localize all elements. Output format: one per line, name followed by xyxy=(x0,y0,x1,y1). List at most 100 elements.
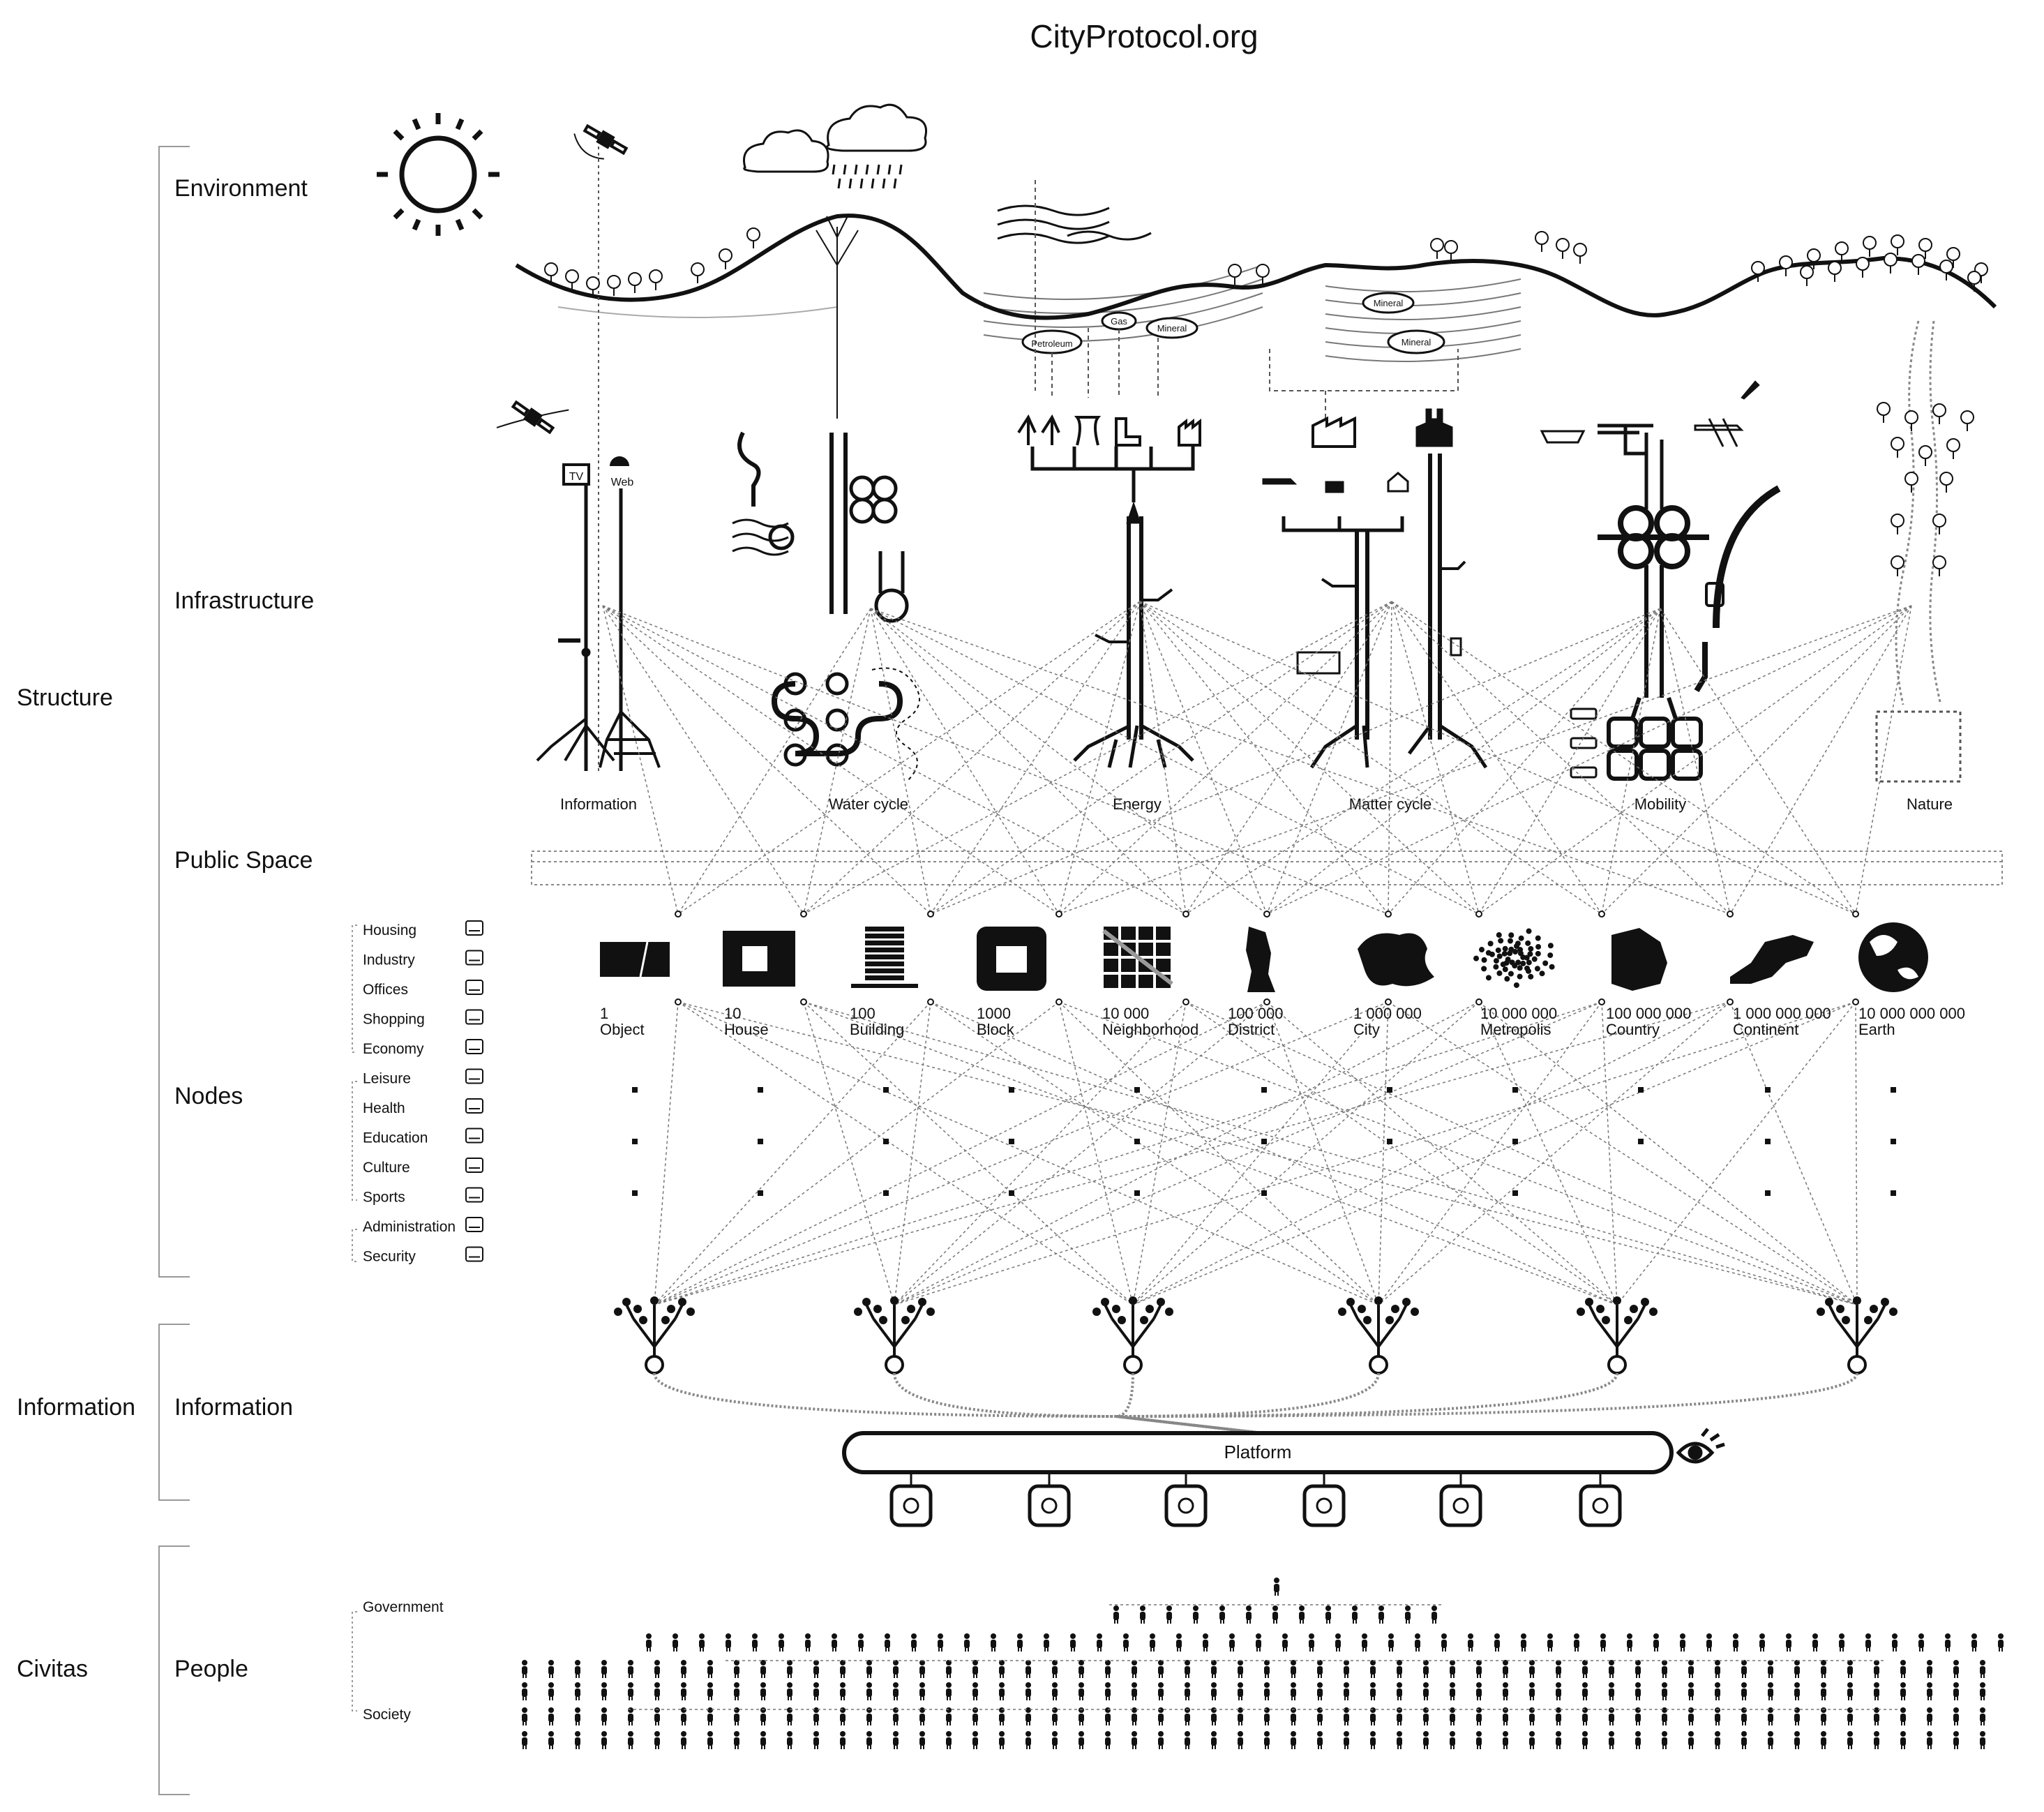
tree-icon-36 xyxy=(1891,437,1904,458)
network-link-infra-4-4 xyxy=(1185,608,1661,915)
network-link-info-9-0 xyxy=(654,1001,1731,1305)
person-icon-160 xyxy=(1900,1682,1906,1700)
network-link-infra-0-4 xyxy=(602,605,1187,915)
person-icon-48 xyxy=(1918,1633,1924,1652)
person-icon-79 xyxy=(1238,1660,1243,1678)
person-icon-114 xyxy=(681,1682,686,1700)
network-link-infra-3-7 xyxy=(1391,601,1480,915)
information-tree-icon-1 xyxy=(854,1296,1263,1435)
person-icon-21 xyxy=(1203,1633,1208,1652)
person-icon-132 xyxy=(1158,1682,1164,1700)
person-icon-235 xyxy=(919,1731,925,1749)
person-icon-165 xyxy=(548,1707,554,1725)
node-point-3-2 xyxy=(1009,1190,1014,1196)
person-icon-53 xyxy=(548,1660,554,1678)
person-icon-148 xyxy=(1582,1682,1588,1700)
information-trees xyxy=(614,1296,1898,1435)
tree-icon-5 xyxy=(649,269,663,291)
network-link-info-5-0 xyxy=(654,1001,1268,1305)
node-category-list: HousingIndustryOfficesShoppingEconomyLei… xyxy=(352,920,483,1265)
infrastructure-label-energy: Energy xyxy=(1113,795,1162,813)
person-icon-211 xyxy=(1768,1707,1773,1725)
network-link-infra-4-10 xyxy=(1660,608,1856,915)
layer-label-public-space: Public Space xyxy=(174,847,313,874)
person-icon-120 xyxy=(840,1682,846,1700)
messaging-app-icon[interactable] xyxy=(1302,1472,1346,1527)
resource-label-mineral-3: Mineral xyxy=(1402,337,1431,347)
person-icon-93 xyxy=(1609,1660,1614,1678)
resource-pipes xyxy=(1035,180,1459,419)
platform: Platform xyxy=(842,1431,1674,1474)
information-tree-icon-0 xyxy=(614,1296,1263,1435)
network-link-infra-3-8 xyxy=(1391,601,1602,915)
connector-node-top-5 xyxy=(1263,911,1270,918)
tree-icon-8 xyxy=(746,227,760,249)
scale-name-earth: Earth xyxy=(1858,1021,1895,1038)
person-icon-214 xyxy=(1847,1707,1853,1725)
network-link-infra-4-5 xyxy=(1266,608,1661,915)
person-icon-279 xyxy=(1193,1605,1198,1624)
person-icon-230 xyxy=(787,1731,792,1749)
tree-icon-43 xyxy=(1891,555,1904,577)
scale-icon-continent xyxy=(1730,935,1814,984)
person-icon-126 xyxy=(999,1682,1005,1700)
scale-icon-house xyxy=(723,931,795,987)
person-icon-224 xyxy=(628,1731,633,1749)
person-icon-137 xyxy=(1291,1682,1296,1700)
person-icon-141 xyxy=(1397,1682,1402,1700)
person-icon-201 xyxy=(1503,1707,1508,1725)
person-icon-239 xyxy=(1025,1731,1031,1749)
exchange-app-icon[interactable] xyxy=(1028,1472,1071,1527)
person-icon-124 xyxy=(946,1682,952,1700)
person-icon-172 xyxy=(734,1707,739,1725)
network-link-infra-1-1 xyxy=(803,608,871,915)
culture-icon xyxy=(465,1158,483,1173)
leisure-icon xyxy=(465,1068,483,1084)
person-icon-180 xyxy=(946,1707,952,1725)
tree-icon-26 xyxy=(1828,261,1842,283)
network-link-infra-1-9 xyxy=(870,608,1731,915)
building-app-icon[interactable] xyxy=(1579,1472,1622,1527)
network-link-infra-2-2 xyxy=(930,601,1141,915)
person-icon-205 xyxy=(1609,1707,1614,1725)
node-point-3-0 xyxy=(1009,1087,1014,1093)
person-icon-123 xyxy=(919,1682,925,1700)
network-link-info-10-4 xyxy=(1616,1001,1856,1305)
scale-count-district: 100 000 xyxy=(1228,1005,1284,1022)
tree-icon-38 xyxy=(1946,438,1960,460)
scale-icon-object xyxy=(600,941,670,978)
person-icon-49 xyxy=(1945,1633,1951,1652)
person-icon-42 xyxy=(1759,1633,1765,1652)
scale-name-building: Building xyxy=(850,1021,904,1038)
person-icon-104 xyxy=(1900,1660,1906,1678)
transit-app-icon[interactable] xyxy=(889,1472,933,1527)
person-icon-198 xyxy=(1423,1707,1429,1725)
person-icon-133 xyxy=(1185,1682,1190,1700)
connector-node-top-9 xyxy=(1727,911,1734,918)
person-icon-162 xyxy=(1953,1682,1959,1700)
connector-node-bottom-2 xyxy=(927,998,934,1005)
person-icon-44 xyxy=(1812,1633,1818,1652)
mobility-infrastructure xyxy=(1540,380,1781,781)
network-link-infra-5-5 xyxy=(1266,605,1912,915)
person-icon-77 xyxy=(1185,1660,1190,1678)
section-brackets xyxy=(158,146,190,1795)
layer-label-environment: Environment xyxy=(174,175,308,202)
person-icon-240 xyxy=(1052,1731,1058,1749)
person-icon-86 xyxy=(1423,1660,1429,1678)
network-link-infra-5-7 xyxy=(1478,605,1912,915)
tree-icon-32 xyxy=(1877,402,1891,424)
person-icon-261 xyxy=(1609,1731,1614,1749)
person-icon-5 xyxy=(779,1633,784,1652)
person-icon-27 xyxy=(1362,1633,1367,1652)
person-icon-32 xyxy=(1494,1633,1500,1652)
housing-icon xyxy=(465,920,483,936)
person-icon-60 xyxy=(734,1660,739,1678)
health-icon xyxy=(465,1098,483,1114)
person-icon-255 xyxy=(1450,1731,1455,1749)
shopping-app-icon[interactable] xyxy=(1439,1472,1482,1527)
environment-app-icon[interactable] xyxy=(1164,1472,1208,1527)
network-link-info-2-3 xyxy=(930,1001,1379,1305)
person-icon-52 xyxy=(522,1660,527,1678)
person-icon-288 xyxy=(1431,1605,1437,1624)
